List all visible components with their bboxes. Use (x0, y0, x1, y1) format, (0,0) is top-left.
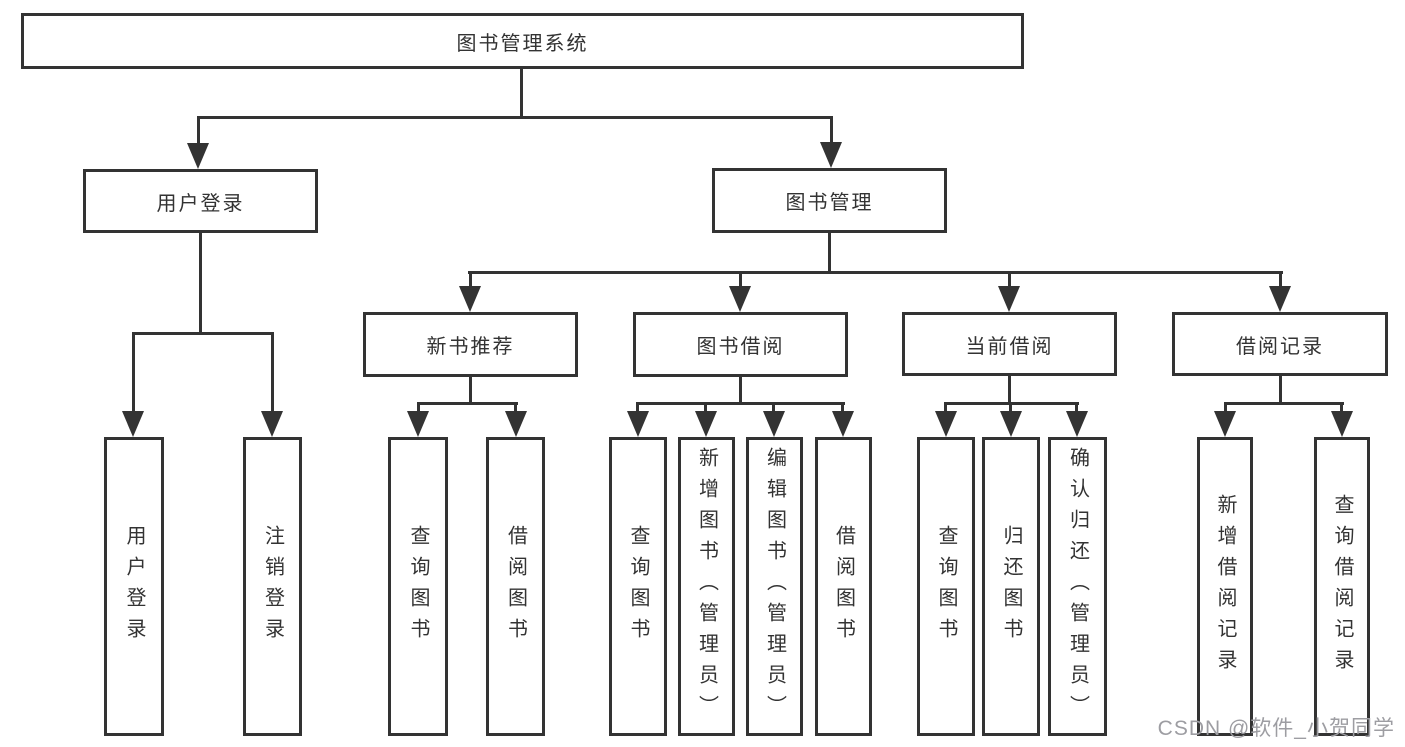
connector-line (197, 116, 833, 119)
connector-line (1224, 402, 1227, 416)
connector-line (772, 402, 775, 416)
connector-line (197, 116, 200, 148)
arrowhead-down-icon (122, 411, 144, 437)
arrowhead-down-icon (695, 411, 717, 437)
node-user-login: 用户登录 (83, 169, 318, 233)
leaf-query-books-borrow-label: 查询图书 (627, 524, 649, 649)
connector-line (199, 233, 202, 335)
leaf-query-books-recommend: 查询图书 (388, 437, 448, 736)
connector-line (417, 402, 420, 416)
node-root-label: 图书管理系统 (456, 32, 589, 55)
leaf-confirm-return-admin: 确认归还（管理员） (1048, 437, 1107, 736)
node-current-borrow-label: 当前借阅 (965, 335, 1054, 358)
connector-line (1224, 402, 1344, 405)
leaf-return-books: 归还图书 (982, 437, 1040, 736)
connector-line (514, 402, 517, 416)
leaf-add-books-admin: 新增图书（管理员） (678, 437, 735, 736)
arrowhead-down-icon (1066, 411, 1088, 437)
connector-line (520, 69, 523, 118)
arrowhead-down-icon (729, 286, 751, 312)
arrowhead-down-icon (1331, 411, 1353, 437)
arrowhead-down-icon (1269, 286, 1291, 312)
connector-line (1008, 376, 1011, 404)
connector-line (1279, 271, 1282, 291)
leaf-user-login-label: 用户登录 (123, 524, 145, 649)
connector-line (739, 377, 742, 404)
connector-line (1009, 402, 1012, 416)
arrowhead-down-icon (187, 143, 209, 169)
node-book-borrow-label: 图书借阅 (696, 336, 785, 358)
leaf-query-books-current: 查询图书 (917, 437, 975, 736)
arrowhead-down-icon (627, 411, 649, 437)
connector-line (417, 402, 518, 405)
node-borrow-records: 借阅记录 (1172, 312, 1388, 376)
connector-line (469, 271, 472, 291)
arrowhead-down-icon (505, 411, 527, 437)
connector-line (468, 271, 1283, 274)
connector-line (132, 332, 135, 414)
leaf-borrow-books-recommend: 借阅图书 (486, 437, 545, 736)
leaf-add-borrow-record: 新增借阅记录 (1197, 437, 1253, 736)
node-user-login-label: 用户登录 (156, 192, 245, 215)
leaf-edit-books-admin-label: 编辑图书（管理员） (763, 447, 786, 726)
leaf-borrow-books-recommend-label: 借阅图书 (504, 524, 527, 649)
connector-line (1340, 402, 1343, 416)
connector-line (828, 233, 831, 274)
connector-line (271, 332, 274, 414)
connector-line (1279, 376, 1282, 404)
connector-line (704, 402, 707, 416)
leaf-add-borrow-record-label: 新增借阅记录 (1214, 493, 1236, 680)
connector-line (636, 402, 845, 405)
arrowhead-down-icon (998, 286, 1020, 312)
arrowhead-down-icon (820, 142, 842, 168)
arrowhead-down-icon (832, 411, 854, 437)
leaf-user-login: 用户登录 (104, 437, 164, 736)
node-new-book-recommend-label: 新书推荐 (426, 336, 515, 358)
leaf-logout: 注销登录 (243, 437, 302, 736)
node-book-borrow: 图书借阅 (633, 312, 848, 377)
connector-line (469, 377, 472, 405)
node-new-book-recommend: 新书推荐 (363, 312, 578, 377)
arrowhead-down-icon (261, 411, 283, 437)
node-book-management: 图书管理 (712, 168, 947, 233)
leaf-borrow-books: 借阅图书 (815, 437, 872, 736)
leaf-add-books-admin-label: 新增图书（管理员） (695, 447, 718, 726)
connector-line (841, 402, 844, 416)
leaf-borrow-books-label: 借阅图书 (832, 524, 855, 649)
leaf-query-books-recommend-label: 查询图书 (407, 524, 429, 649)
arrowhead-down-icon (1000, 411, 1022, 437)
leaf-query-borrow-record: 查询借阅记录 (1314, 437, 1370, 736)
connector-line (636, 402, 639, 416)
leaf-confirm-return-admin-label: 确认归还（管理员） (1066, 447, 1089, 726)
leaf-edit-books-admin: 编辑图书（管理员） (746, 437, 803, 736)
connector-line (132, 332, 274, 335)
leaf-logout-label: 注销登录 (261, 524, 284, 649)
connector-line (830, 116, 833, 146)
arrowhead-down-icon (407, 411, 429, 437)
node-borrow-records-label: 借阅记录 (1236, 335, 1324, 358)
leaf-query-borrow-record-label: 查询借阅记录 (1331, 493, 1353, 680)
connector-line (1075, 402, 1078, 416)
leaf-query-books-current-label: 查询图书 (935, 524, 957, 649)
arrowhead-down-icon (935, 411, 957, 437)
node-root: 图书管理系统 (21, 13, 1024, 69)
csdn-watermark: CSDN @软件_小贺同学 (1157, 717, 1395, 740)
leaf-query-books-borrow: 查询图书 (609, 437, 667, 736)
node-book-management-label: 图书管理 (785, 192, 874, 214)
arrowhead-down-icon (1214, 411, 1236, 437)
leaf-return-books-label: 归还图书 (1000, 524, 1022, 649)
connector-line (944, 402, 947, 416)
node-current-borrow: 当前借阅 (902, 312, 1117, 376)
arrowhead-down-icon (763, 411, 785, 437)
arrowhead-down-icon (459, 286, 481, 312)
connector-line (739, 271, 742, 291)
connector-line (1008, 271, 1011, 291)
